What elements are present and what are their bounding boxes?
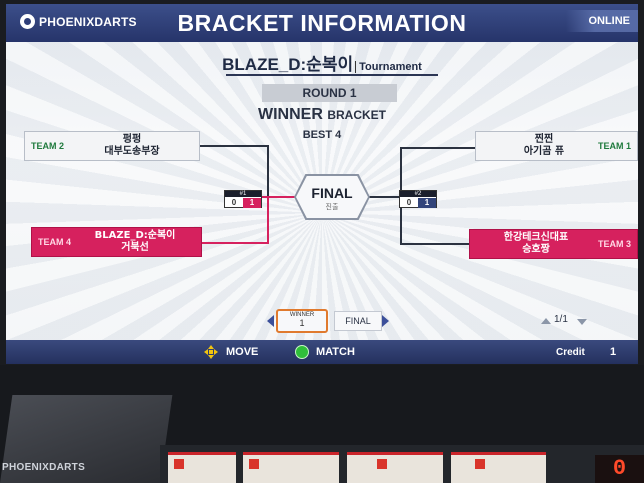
player-name: 대부도송부장 [104,146,160,157]
player-name: 거북선 [121,242,149,253]
match-left-score: 0 [231,198,237,207]
team-tag: TEAM 4 [38,237,72,247]
game-screen: PHOENIXDARTS BRACKET INFORMATION ONLINE … [6,4,638,364]
tab-winner-value: 1 [299,318,305,328]
match-right-score: 1 [418,198,436,208]
team-4-card[interactable]: TEAM 4 BLAZE_D:순복이 거북선 [31,227,202,257]
page-up-icon[interactable] [541,318,551,324]
bracket-sub: BRACKET [327,108,386,122]
green-button-icon [295,345,309,359]
team-tag: TEAM 2 [31,141,65,151]
machine-digit-display: 0 [595,455,644,483]
machine-card-slot [451,452,546,483]
move-label: MOVE [226,346,259,358]
bracket-main: WINNER [257,106,323,123]
dpad-icon [204,345,218,359]
slot-marker [377,459,387,469]
team-2-card[interactable]: TEAM 2 펑펑 대부도송부장 [24,131,200,161]
page-title: BRACKET INFORMATION [177,10,467,36]
arrow-left-icon[interactable] [267,315,274,327]
team-players: BLAZE_D:순복이 거북선 [90,230,180,254]
machine-card-slot [243,452,339,483]
team-players: 찐찐 아기곰 퓨 [494,134,594,158]
tab-winner[interactable]: WINNER 1 [276,309,328,333]
tab-winner-label: WINNER [289,312,315,318]
online-status-badge: ONLINE [566,10,638,32]
title-underline [226,74,438,76]
bracket-line-winner [267,197,269,244]
top-bar: PHOENIXDARTS BRACKET INFORMATION ONLINE [6,4,638,42]
player-name: 승호짱 [522,244,550,255]
player-name: 펑펑 [122,134,142,145]
match-right-score: 1 [243,198,261,208]
match-1-score[interactable]: #1 0 1 [224,190,262,208]
stage-navigation: WINNER 1 FINAL 1/1 [6,309,638,337]
logo-text: PHOENIXDARTS [39,14,137,29]
match-number: #2 [400,191,436,197]
bracket-line-winner [400,243,470,245]
best-of-label: BEST 4 [302,129,342,141]
match-2-score[interactable]: #2 0 1 [399,190,437,208]
team-players: 펑펑 대부도송부장 [87,134,177,158]
player-name: 아기곰 퓨 [523,146,565,157]
bracket-line-winner [262,196,298,198]
final-hexagon [296,176,368,218]
team-tag: TEAM 1 [597,141,631,151]
game-mode: Tournament [355,61,422,73]
bracket-line [267,145,269,197]
bracket-line [200,145,268,147]
match-number: #1 [225,191,261,197]
match-left-score: 0 [406,198,412,207]
team-tag: TEAM 3 [597,239,631,249]
team-3-card[interactable]: TEAM 3 한강테크신대표 승호짱 [469,229,638,259]
team-1-card[interactable]: TEAM 1 찐찐 아기곰 퓨 [475,131,638,161]
slot-marker [174,459,184,469]
bracket-line [401,147,475,149]
player-name: 찐찐 [534,134,554,145]
brand-logo: PHOENIXDARTS [20,14,137,29]
bracket-line-winner [368,196,402,198]
match-label: MATCH [316,346,355,358]
page-down-icon[interactable] [577,319,587,325]
round-label: ROUND 1 [262,84,397,102]
player-name: 한강테크신대표 [503,232,569,243]
bottom-bar: MOVE MATCH Credit 1 [6,340,638,364]
tab-final[interactable]: FINAL [334,311,382,331]
phoenix-logo-icon [20,14,35,29]
team-players: 한강테크신대표 승호짱 [484,232,588,256]
bracket-line-winner [202,242,269,244]
player-name: BLAZE_D:순복이 [94,230,176,241]
final-label: FINAL [311,185,353,201]
machine-card-slot [168,452,236,483]
game-name: BLAZE_D:순복이 [222,55,354,74]
credit-label: Credit [556,347,585,358]
slot-marker [475,459,485,469]
bracket-type: WINNER BRACKET [6,106,638,124]
machine-card-slot [347,452,443,483]
credit-value: 1 [610,346,617,358]
arrow-right-icon[interactable] [382,315,389,327]
slot-marker [249,459,259,469]
final-sublabel: 진출 [325,203,339,211]
machine-brand: PHOENIXDARTS [2,462,86,473]
page-indicator: 1/1 [554,314,568,325]
